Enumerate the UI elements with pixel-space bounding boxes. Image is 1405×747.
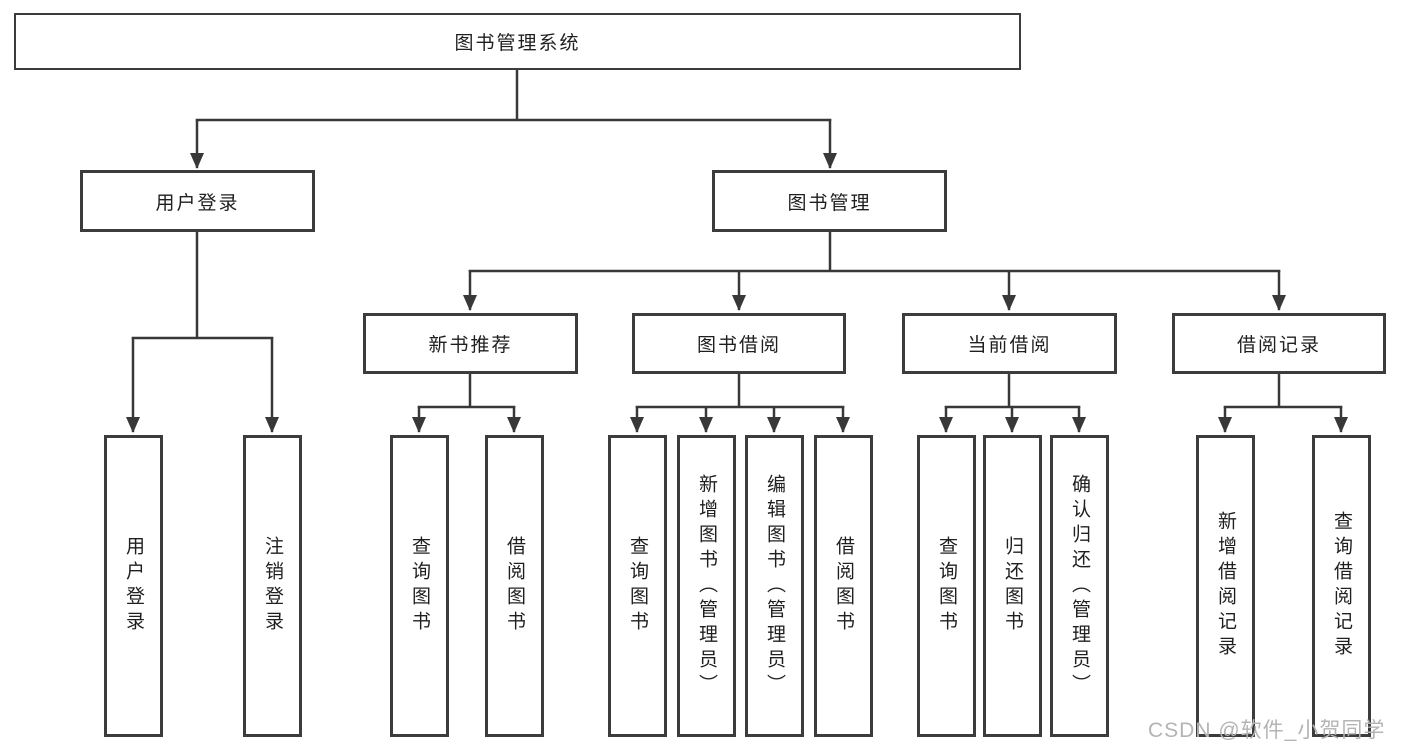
node-new-book-recommend: 新书推荐 [363, 313, 578, 374]
leaf-return-book: 归还图书 [983, 435, 1042, 737]
leaf-edit-book-admin: 编辑图书（管理员） [745, 435, 804, 737]
leaf-current-query-book: 查询图书 [917, 435, 976, 737]
watermark: CSDN @软件_小贺同学 [1148, 719, 1386, 742]
leaf-logout: 注销登录 [243, 435, 302, 737]
node-book-management: 图书管理 [712, 170, 947, 232]
node-book-borrow: 图书借阅 [632, 313, 846, 374]
leaf-add-borrow-record: 新增借阅记录 [1196, 435, 1255, 737]
leaf-add-book-admin: 新增图书（管理员） [677, 435, 736, 737]
node-user-login: 用户登录 [80, 170, 315, 232]
leaf-borrow-book: 借阅图书 [814, 435, 873, 737]
leaf-recommend-borrow-book: 借阅图书 [485, 435, 544, 737]
node-root-system: 图书管理系统 [14, 13, 1021, 70]
leaf-query-borrow-record: 查询借阅记录 [1312, 435, 1371, 737]
leaf-borrow-query-book: 查询图书 [608, 435, 667, 737]
node-current-borrow: 当前借阅 [902, 313, 1117, 374]
leaf-user-login: 用户登录 [104, 435, 163, 737]
leaf-confirm-return-admin: 确认归还（管理员） [1050, 435, 1109, 737]
leaf-recommend-query-book: 查询图书 [390, 435, 449, 737]
node-borrow-records: 借阅记录 [1172, 313, 1386, 374]
